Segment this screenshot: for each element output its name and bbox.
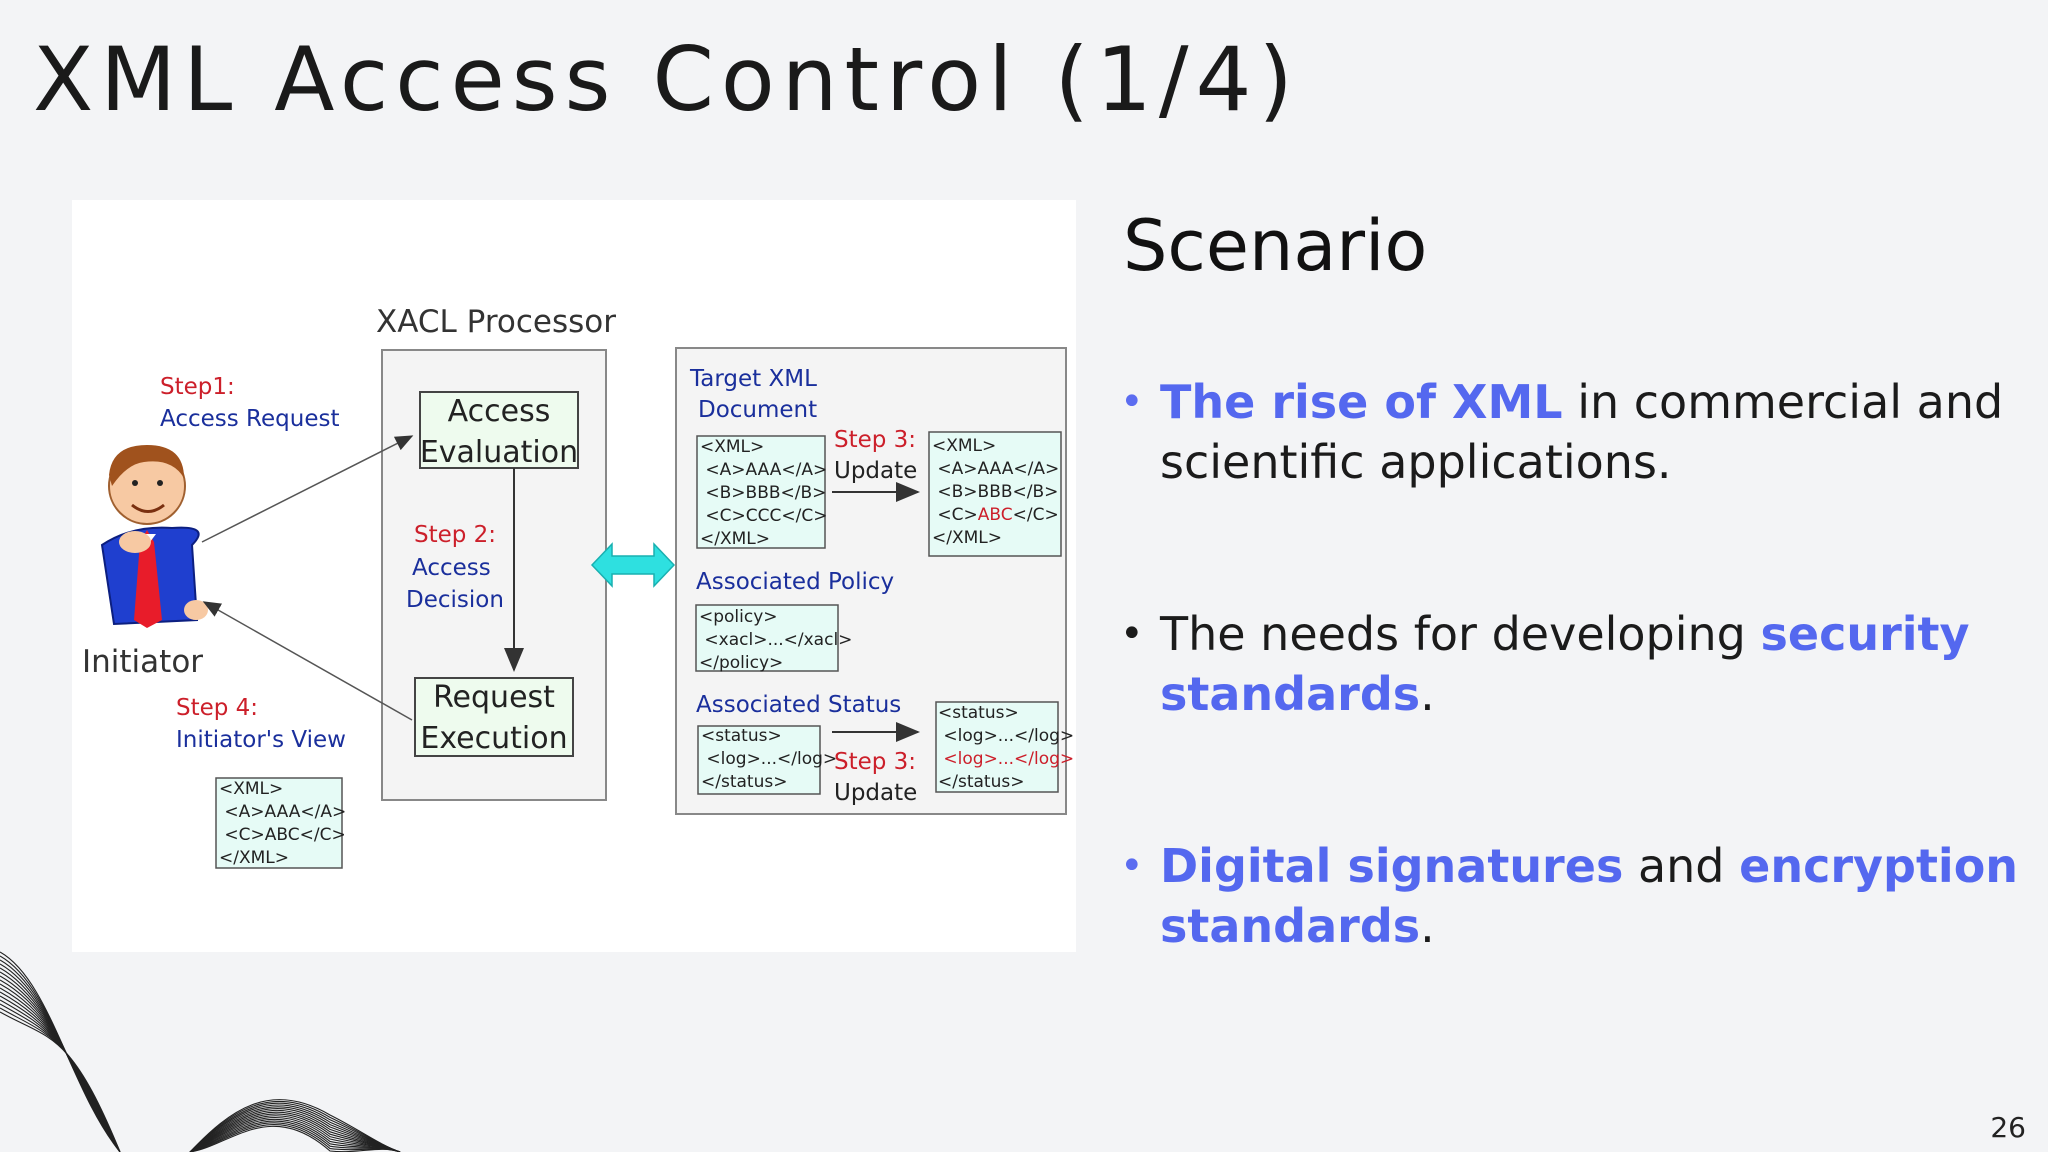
- step4-label: Step 4:: [176, 695, 258, 721]
- step2-label: Step 2:: [414, 522, 496, 548]
- policy-line: <policy>: [699, 607, 778, 627]
- step1-label: Step1:: [160, 374, 235, 400]
- wave-line: [0, 975, 401, 1152]
- status-after-new-log: <log>...</log>: [938, 749, 1074, 769]
- bullet-dot: •: [1120, 379, 1144, 425]
- bullet1-highlight: The rise of XML: [1160, 375, 1563, 429]
- policy-line: <xacl>...</xacl>: [699, 630, 852, 650]
- xacl-diagram: XACL Processor Access Evaluation Request…: [72, 200, 1076, 952]
- step3b-text: Update: [834, 780, 917, 806]
- wave-line: [0, 971, 401, 1152]
- wave-line: [0, 955, 401, 1152]
- policy-title: Associated Policy: [696, 569, 894, 595]
- status-after-line: <status>: [938, 703, 1019, 723]
- initiator-view-line: <C>ABC</C>: [219, 825, 346, 845]
- request-execution-line2: Execution: [420, 721, 567, 756]
- target-title-1: Target XML: [689, 366, 817, 392]
- policy-box: [695, 604, 839, 672]
- target-after-line: </XML>: [932, 528, 1002, 548]
- target-title-2: Document: [698, 397, 817, 423]
- wave-line: [0, 1011, 401, 1152]
- target-before-line: <A>AAA</A>: [700, 460, 827, 480]
- access-evaluation-line2: Evaluation: [420, 435, 578, 470]
- target-after-changed: ABC: [978, 505, 1013, 525]
- status-before-code: <status> <log>...</log> </status>: [701, 726, 837, 792]
- bullet-dot: •: [1120, 843, 1144, 889]
- bullet2-text: The needs for developing: [1160, 607, 1761, 661]
- step2-text-2: Decision: [406, 587, 504, 613]
- target-after-line: <XML>: [932, 436, 996, 456]
- bullet2-highlight: security standards: [1160, 607, 1970, 721]
- bullet3-highlight-1: Digital signatures: [1160, 839, 1624, 893]
- wave-line: [0, 999, 401, 1152]
- bullet-dot: •: [1120, 611, 1144, 657]
- scenario-heading: Scenario: [1123, 205, 1428, 287]
- request-execution-box: [414, 677, 574, 757]
- bullet1-text: in commercial and scientific application…: [1160, 375, 2004, 489]
- access-evaluation-line1: Access: [448, 394, 551, 429]
- step1-text: Access Request: [160, 406, 339, 432]
- step3a-text: Update: [834, 458, 917, 484]
- policy-line: </policy>: [699, 653, 783, 673]
- bullet3-end: .: [1420, 899, 1435, 953]
- wave-line: [0, 959, 401, 1152]
- target-after-box: [928, 431, 1062, 557]
- target-before-line: </XML>: [700, 529, 770, 549]
- target-after-tag: <C>: [932, 505, 978, 525]
- status-after-line: </status>: [938, 772, 1024, 792]
- step2-text-1: Access: [412, 555, 491, 581]
- status-after-code: <status> <log>...</log> <log>...</log> <…: [938, 703, 1074, 792]
- target-after-tag: </C>: [1013, 505, 1059, 525]
- slide-title: XML Access Control (1/4): [33, 28, 1300, 131]
- target-after-line: <C>ABC</C>: [932, 505, 1059, 525]
- bullet3-highlight-2: encryption standards: [1160, 839, 2019, 953]
- target-before-line: <B>BBB</B>: [700, 483, 826, 503]
- request-arrow: [201, 435, 414, 543]
- initiator-view-line: <XML>: [219, 779, 283, 799]
- wave-line: [0, 1003, 401, 1152]
- step3b-label: Step 3:: [834, 749, 916, 775]
- bullet-signatures-encryption: • Digital signatures and encryption stan…: [1120, 836, 2020, 956]
- bullet3-text: and: [1623, 839, 1740, 893]
- xacl-diagram-svg: XACL Processor Access Evaluation Request…: [82, 304, 1074, 869]
- decorative-waves: [0, 951, 401, 1152]
- status-before-box: [697, 725, 821, 795]
- target-after-line: <B>BBB</B>: [932, 482, 1058, 502]
- step4-text: Initiator's View: [176, 727, 346, 753]
- wave-lines: [0, 951, 401, 1152]
- target-before-code: <XML> <A>AAA</A> <B>BBB</B> <C>CCC</C> <…: [700, 437, 827, 549]
- status-after-line: <log>...</log>: [938, 726, 1074, 746]
- initiator-view-line: <A>AAA</A>: [219, 802, 346, 822]
- initiator-view-line: </XML>: [219, 848, 289, 868]
- status-after-box: [935, 701, 1059, 793]
- status-before-line: <status>: [701, 726, 782, 746]
- initiator-label: Initiator: [82, 644, 203, 680]
- target-after-code: <XML> <A>AAA</A> <B>BBB</B> <C>ABC</C> <…: [932, 436, 1059, 548]
- target-before-line: <C>CCC</C>: [700, 506, 827, 526]
- initiator-view-box: [215, 777, 343, 869]
- view-arrow: [202, 601, 413, 721]
- initiator-view-code: <XML> <A>AAA</A> <C>ABC</C> </XML>: [219, 779, 346, 868]
- target-before-box: [696, 435, 826, 549]
- status-title: Associated Status: [696, 692, 901, 718]
- access-evaluation-box: [419, 391, 579, 469]
- processor-title: XACL Processor: [376, 304, 616, 340]
- bidirectional-arrow: [590, 542, 676, 588]
- bullet-security-standards: • The needs for developing security stan…: [1120, 604, 2020, 724]
- target-after-line: <A>AAA</A>: [932, 459, 1059, 479]
- wave-line: [0, 987, 401, 1152]
- target-before-line: <XML>: [700, 437, 764, 457]
- step3a-label: Step 3:: [834, 427, 916, 453]
- page-number: 26: [1990, 1111, 2026, 1144]
- bullet2-end: .: [1420, 667, 1435, 721]
- status-before-line: </status>: [701, 772, 787, 792]
- initiator-figure: [100, 445, 208, 628]
- bullet-rise-of-xml: • The rise of XML in commercial and scie…: [1120, 372, 2020, 492]
- status-before-line: <log>...</log>: [701, 749, 837, 769]
- policy-code: <policy> <xacl>...</xacl> </policy>: [699, 607, 852, 673]
- request-execution-line1: Request: [433, 680, 555, 715]
